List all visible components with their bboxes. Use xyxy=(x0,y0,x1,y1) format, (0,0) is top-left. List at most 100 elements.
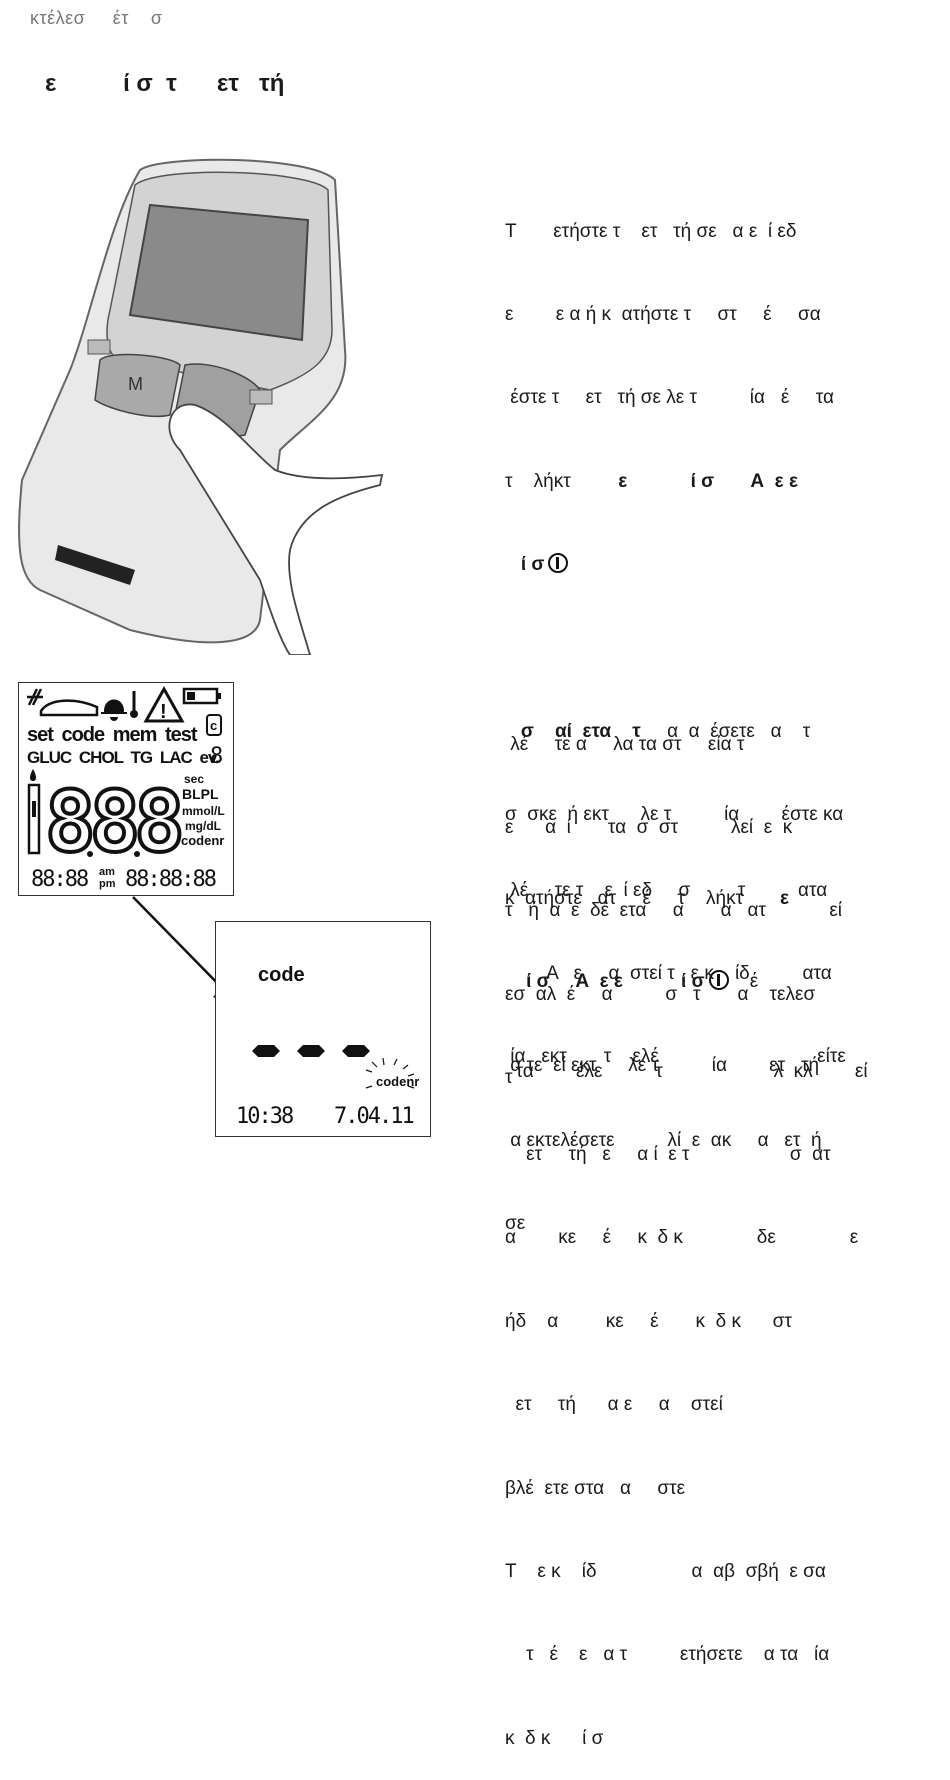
instruction-bold: ί σ Α ε ε ί σ xyxy=(505,971,705,993)
instruction-line: κ ατήστε ατ έ τ λήκτ ε xyxy=(505,885,925,913)
instruction-text: τ λήκτ xyxy=(505,470,571,492)
battery-tip xyxy=(217,693,221,699)
thermometer-bulb xyxy=(130,710,138,718)
decimal-dot xyxy=(134,851,140,857)
instructions-block-4: τα έλε τ λ κλ εί ετ τή ε α ί ε τ σ ατ α … xyxy=(505,1002,925,1780)
instruction-text: έ xyxy=(728,971,759,993)
decimal-dot xyxy=(87,851,93,857)
instruction-line: λέ τε α λα τα στ εία τ xyxy=(505,733,745,755)
instruction-line: ί σ xyxy=(505,551,925,579)
instruction-line: α τε εί εκτ λε τ ία ετ τή xyxy=(505,1054,820,1076)
dash-segment xyxy=(342,1045,370,1057)
lcd-label-ev: ev. xyxy=(200,748,220,767)
dash-segment xyxy=(297,1045,325,1057)
lcd-code-time: 10:38 xyxy=(236,1104,293,1129)
level-bar-fill xyxy=(32,801,36,817)
side-clip-right xyxy=(249,389,273,405)
lcd-code-screen: code codenr 10:38 7.04.11 xyxy=(215,921,431,1137)
instruction-line: ί σ Α ε ε ί σ έ xyxy=(505,968,925,996)
instruction-line: α κε έ κ δ κ δε ε xyxy=(505,1227,859,1249)
lcd-full-svg: ! c set code mem test GLUC CHOL TG LAC e… xyxy=(27,685,229,892)
instructions-block-3: λέ τε τ ε ί εδ σ τ ατα Α ε α στεί τ ε κ … xyxy=(505,821,925,1266)
lcd-label-tg: TG xyxy=(131,748,153,767)
meter-device-illustration: M xyxy=(18,158,384,655)
instruction-line: τ έ ε α τ ετήσετε α τα ία xyxy=(505,1644,830,1666)
instruction-line: λέ τε τ ε ί εδ σ τ ατα xyxy=(505,879,828,901)
lcd-code-label: code xyxy=(258,964,305,986)
instruction-text: α α έσετε α τ xyxy=(640,720,811,742)
spacer xyxy=(505,635,925,663)
fork-arrows-icon xyxy=(27,688,43,706)
instruction-line: έστε τ ετ τή σε λε τ ία έ τα xyxy=(505,387,834,409)
instruction-line: τα έλε τ λ κλ εί xyxy=(505,1060,868,1082)
lcd-date: 88:88:88 xyxy=(125,867,216,892)
unit-blpl: BLPL xyxy=(182,786,219,802)
instruction-bold: σ αί ετα τ xyxy=(505,720,641,742)
svg-text:GLUC CHOL TG: GLUC CHOL TG LAC ev. xyxy=(27,748,219,767)
instruction-line: ε ε α ή κ ατήστε τ στ έ σα xyxy=(505,303,821,325)
test-strip-slot xyxy=(55,545,135,585)
lcd-big-digits: 888 xyxy=(45,773,180,871)
instruction-line: α εκτελέσετε λί ε ακ α ετ ή xyxy=(505,1129,822,1151)
warning-icon xyxy=(143,685,185,723)
device-m-label: M xyxy=(128,374,143,394)
instruction-line: Τ ετήστε τ ετ τή σε α ε ί εδ xyxy=(505,220,797,242)
lcd-code-date: 7.04.11 xyxy=(334,1104,413,1129)
unit-mgdl: mg/dL xyxy=(185,819,221,833)
lcd-pm: pm xyxy=(99,878,116,890)
lcd-code-svg: code codenr 10:38 7.04.11 xyxy=(236,964,419,1129)
instruction-bold: ε ί σ Α ε ε xyxy=(570,470,798,492)
page-header: κτέλεσ έτ σ xyxy=(30,8,163,28)
power-icon xyxy=(708,970,729,991)
instruction-line: Τ ε κ ίδ α αβ σβή ε σα xyxy=(505,1560,826,1582)
arrow-line xyxy=(132,896,226,992)
dash-segment xyxy=(252,1045,280,1057)
lcd-label-mem: mem xyxy=(113,724,157,746)
instruction-line: τ ή α ε δέ ετα α α ατ εί xyxy=(505,900,843,922)
side-clip-left xyxy=(87,339,111,355)
lcd-label-gluc: GLUC xyxy=(27,748,72,767)
instruction-line: σ σκε ή εκτ λε τ ία έστε κα xyxy=(505,804,844,826)
lcd-label-chol: CHOL xyxy=(79,748,124,767)
battery-level xyxy=(187,692,195,700)
power-icon xyxy=(548,553,569,574)
instruction-line: κ δ κ ί σ xyxy=(505,1727,604,1749)
svg-text:set code mem: set code mem test xyxy=(27,724,198,746)
instruction-line: εσ αλ έ α σ τ α τελεσ xyxy=(505,983,816,1005)
instruction-line: ετ τή ε α ί ε τ σ ατ xyxy=(505,1143,831,1165)
instruction-text: κ ατήστε ατ έ τ λήκτ xyxy=(505,887,744,909)
instruction-line: τ λήκτ ε ί σ Α ε ε xyxy=(505,468,925,496)
unit-mmol: mmol/L xyxy=(182,804,225,818)
lcd-label-code: code xyxy=(61,724,105,746)
instruction-line: ε α ί τα σ στ λεί ε κ xyxy=(505,816,793,838)
lcd-am: am xyxy=(99,866,115,878)
lcd-side-units: sec BLPL mmol/L mg/dL codenr xyxy=(181,770,229,848)
instruction-line: ετ τή α ε α στεί xyxy=(505,1394,723,1416)
blink-rays-icon xyxy=(365,1057,415,1089)
device-screen xyxy=(128,203,310,342)
instruction-bold: ί σ xyxy=(505,554,545,576)
c-box xyxy=(206,714,222,736)
instruction-line: σε xyxy=(505,1213,526,1235)
lcd-codenr-blink: codenr xyxy=(376,1074,419,1089)
drop-icon xyxy=(30,769,36,781)
instruction-line: σ αί ετα τ α α έσετε α τ xyxy=(505,718,925,746)
lcd-label-lac: LAC xyxy=(160,748,193,767)
instruction-line: ήδ α κε έ κ δ κ στ xyxy=(505,1310,792,1332)
lcd-label-test: test xyxy=(165,724,198,746)
lcd-ev-digit: 8 xyxy=(210,744,223,769)
finger xyxy=(168,403,384,655)
level-bar xyxy=(27,783,41,855)
lcd-full-segments: ! c set code mem test GLUC CHOL TG LAC e… xyxy=(18,682,234,896)
device-m-button xyxy=(94,353,181,418)
unit-codenr: codenr xyxy=(181,833,224,848)
svg-text:!: ! xyxy=(160,701,167,723)
unit-sec: sec xyxy=(184,772,204,786)
instructions-block-2: λέ τε α λα τα στ εία τ ε α ί τα σ στ λεί… xyxy=(505,675,925,1120)
bell-icon xyxy=(101,699,127,721)
instructions-block-1: Τ ετήστε τ ετ τή σε α ε ί εδ ε ε α ή κ α… xyxy=(505,162,925,1107)
lcd-time: 88:88 xyxy=(31,867,88,892)
instruction-line: βλέ ετε στα α στε xyxy=(505,1477,686,1499)
strip-icon xyxy=(39,699,99,717)
c-label: c xyxy=(210,718,217,733)
